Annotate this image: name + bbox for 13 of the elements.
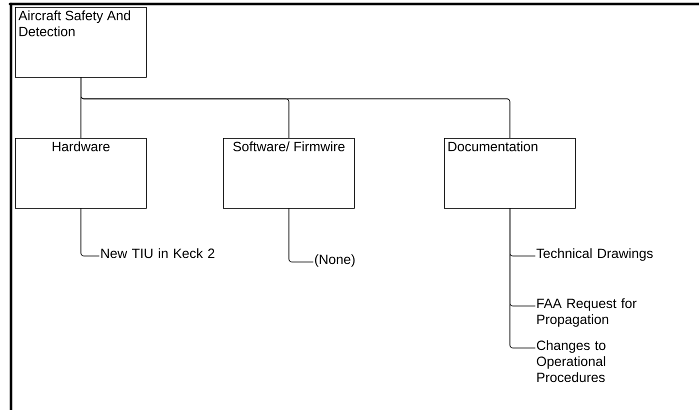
box: Documentation	[444, 138, 576, 209]
box: Aircraft Safety And Detection	[15, 7, 147, 78]
connector-line	[80, 77, 510, 138]
connector-line	[510, 208, 536, 348]
item-text: (None)	[315, 254, 355, 267]
box: Software/ Firmwire	[223, 138, 355, 209]
connector-line	[80, 208, 100, 256]
item-text: New TIU in Keck 2	[101, 248, 214, 258]
box: Hardware	[15, 138, 147, 209]
item-text: Technical Drawings	[536, 248, 653, 261]
item-text: FAA Request for Propagation	[537, 298, 636, 327]
connector-line	[288, 208, 314, 262]
item-text: Changes to Operational Procedures	[536, 340, 606, 382]
